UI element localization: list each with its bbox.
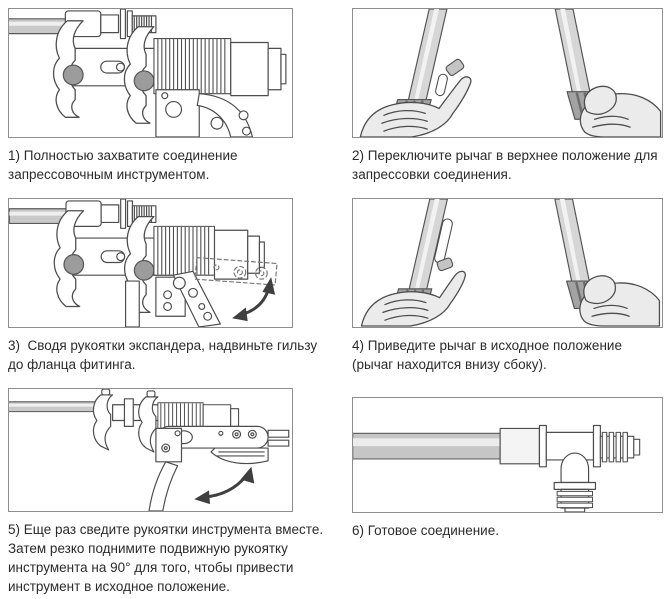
pivot-pin [62, 64, 84, 86]
hands-lever-up-illustration [359, 9, 662, 137]
fixed-handle [124, 276, 186, 327]
pipe [353, 432, 503, 460]
step-5-caption: 5) Еще раз сведите рукоятки инструмента … [8, 522, 327, 594]
right-tool-handle [554, 9, 592, 97]
step-5-panel [8, 388, 293, 512]
right-barb-end [599, 431, 641, 463]
corrugated-cylinder [153, 225, 216, 276]
step-1-panel [8, 8, 293, 138]
expander-handles-squeeze-illustration [9, 199, 278, 327]
step-6-panel [352, 397, 663, 513]
tool-jaws [52, 20, 155, 124]
corrugated-cylinder [153, 37, 232, 95]
step-4: 4) Приведите рычаг в исходное положение … [352, 198, 663, 374]
finished-tee-connection-illustration [353, 424, 641, 512]
motion-arrow-icon [232, 277, 276, 322]
step-3-panel [8, 198, 293, 328]
movable-arm [157, 425, 290, 465]
bottom-branch [553, 452, 597, 512]
lever-nub [436, 257, 454, 272]
right-hand [579, 275, 661, 327]
step-1-caption: 1) Полностью захватите соединение запрес… [8, 148, 238, 182]
tool-jaws [92, 389, 161, 453]
tool-body [230, 41, 287, 97]
left-hand [360, 270, 466, 327]
tool-body [213, 229, 265, 280]
step-1: 1) Полностью захватите соединение запрес… [8, 8, 293, 184]
left-tool-handle [407, 199, 454, 294]
lever-nub [445, 58, 465, 77]
step-5: 5) Еще раз сведите рукоятки инструмента … [8, 388, 323, 596]
step-2-caption: 2) Переключите рычаг в верхнее положение… [352, 148, 662, 182]
step-4-panel [352, 198, 663, 328]
lever-slot [435, 73, 448, 97]
pivot-plate [155, 427, 183, 463]
movable-lever [172, 270, 221, 327]
lower-handle [148, 461, 179, 511]
pipe [9, 401, 104, 413]
lever-previous-position-dashed [194, 257, 278, 286]
pivot-pin [133, 259, 155, 281]
motion-arrow-icon [194, 466, 255, 505]
step-6-caption: 6) Готовое соединение. [352, 523, 499, 538]
pivot-pin [63, 254, 85, 275]
lower-handle-assembly [155, 89, 253, 137]
step-3-caption: 3) Сводя рукоятки экспандера, надвиньте … [8, 338, 321, 372]
hands-lever-return-illustration [360, 199, 661, 327]
final-squeeze-illustration [9, 389, 290, 511]
step-6: 6) Готовое соединение. [352, 388, 663, 596]
step-4-caption: 4) Приведите рычаг в исходное положение … [352, 338, 626, 372]
press-sleeve [499, 424, 547, 468]
press-tool-gripping-joint-illustration [9, 9, 287, 137]
step-3: 3) Сводя рукоятки экспандера, надвиньте … [8, 198, 317, 374]
right-tool-handle [554, 199, 591, 286]
left-hand [359, 76, 472, 137]
step-2: 2) Переключите рычаг в верхнее положение… [352, 8, 663, 184]
pivot-pin [133, 70, 155, 92]
step-2-panel [352, 8, 663, 138]
right-hand [579, 85, 662, 137]
